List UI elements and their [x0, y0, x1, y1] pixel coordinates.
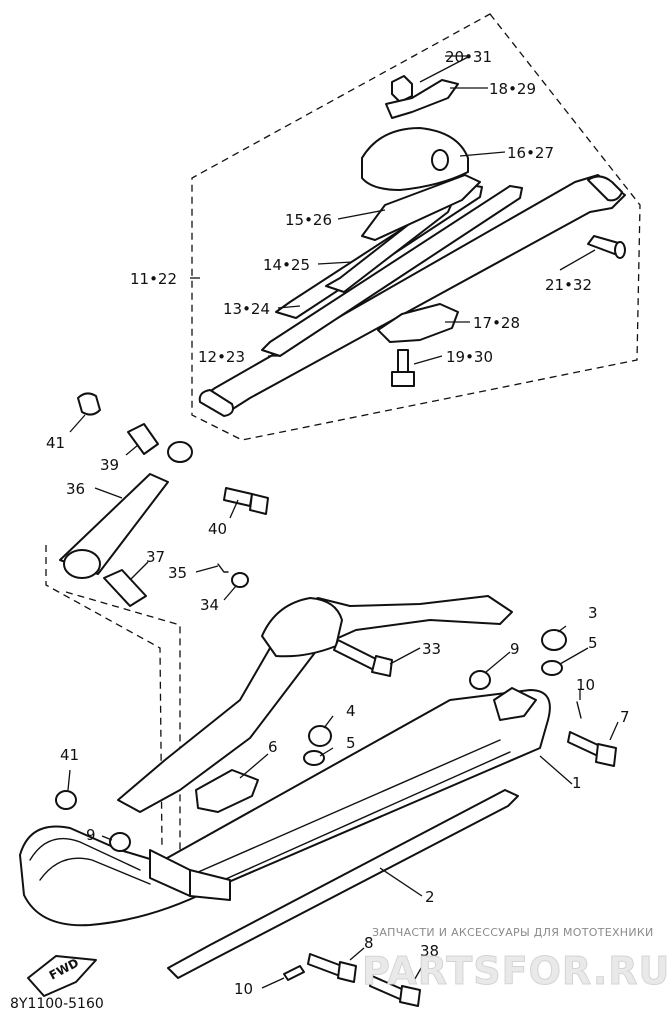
part-label-14-25: 14•25 [263, 256, 310, 274]
part-label-37: 37 [146, 548, 165, 566]
part-label-11-22: 11•22 [130, 270, 177, 288]
part-label-10-lower: 10 [234, 980, 253, 998]
part-label-35: 35 [168, 564, 187, 582]
part-label-18-29: 18•29 [489, 80, 536, 98]
watermark-subtitle: ЗАПЧАСТИ И АКСЕССУАРЫ ДЛЯ МОТОТЕХНИКИ [372, 926, 654, 939]
part-label-7: 7 [620, 708, 630, 726]
part-label-8: 8 [364, 934, 374, 952]
part-label-15-26: 15•26 [285, 211, 332, 229]
ski-assembly [19, 563, 617, 1007]
leader-lines [67, 55, 619, 989]
part-label-20-31: 20•31 [445, 48, 492, 66]
part-label-38: 38 [420, 942, 439, 960]
part-label-6: 6 [268, 738, 278, 756]
part-label-13-24: 13•24 [223, 300, 270, 318]
part-label-3: 3 [588, 604, 598, 622]
part-labels: 20•31 18•29 16•27 15•26 14•25 11•22 21•3… [46, 48, 630, 998]
tie-rod-group-outline-2 [65, 591, 181, 858]
leaf-spring-assembly [198, 75, 626, 417]
part-label-21-32: 21•32 [545, 276, 592, 294]
part-label-5-mid: 5 [346, 734, 356, 752]
part-label-16-27: 16•27 [507, 144, 554, 162]
part-label-9-lower: 9 [86, 826, 96, 844]
part-label-9-right: 9 [510, 640, 520, 658]
part-label-40: 40 [208, 520, 227, 538]
watermark-site: PARTSFOR.RU [362, 949, 669, 993]
part-label-17-28: 17•28 [473, 314, 520, 332]
part-label-19-30: 19•30 [446, 348, 493, 366]
part-label-41-top: 41 [46, 434, 65, 452]
part-label-4: 4 [346, 702, 356, 720]
watermark: ЗАПЧАСТИ И АКСЕССУАРЫ ДЛЯ МОТОТЕХНИКИ PA… [362, 926, 669, 994]
diagram-code: 8Y1100-5160 [10, 996, 104, 1012]
part-label-12-23: 12•23 [198, 348, 245, 366]
fwd-arrow: FWD [27, 955, 97, 997]
part-label-41-lower: 41 [60, 746, 79, 764]
part-label-10-right: 10 [576, 676, 595, 694]
part-label-2: 2 [425, 888, 435, 906]
tie-rod-group-outline [45, 545, 163, 849]
part-label-39: 39 [100, 456, 119, 474]
part-label-33: 33 [422, 640, 441, 658]
part-label-34: 34 [200, 596, 219, 614]
part-label-1: 1 [572, 774, 582, 792]
leaf-spring-group-outline [191, 13, 641, 441]
part-label-36: 36 [66, 480, 85, 498]
part-label-5-right: 5 [588, 634, 598, 652]
tie-rod-assembly [59, 392, 269, 607]
